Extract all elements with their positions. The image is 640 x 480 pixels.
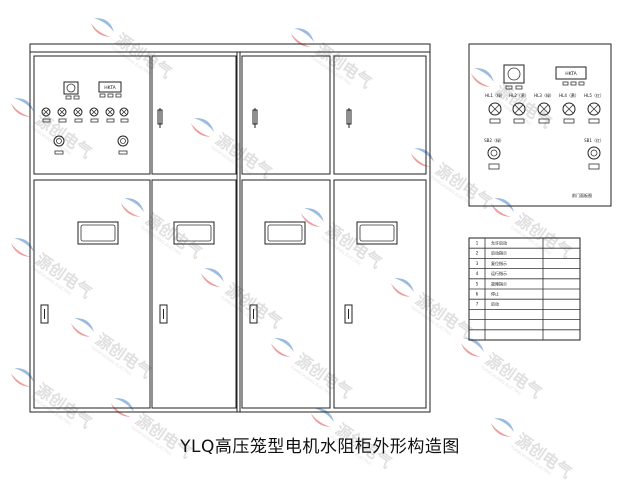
upper-door-4: [333, 55, 427, 175]
legend-text: 停止: [491, 291, 499, 297]
legend-num: 5: [476, 281, 479, 286]
indicator-lamp: [512, 102, 526, 116]
lower-door-4: [333, 179, 427, 409]
lower-door-1: [33, 179, 151, 409]
legend-num: 2: [476, 251, 479, 256]
legend-text: 启动指示: [491, 250, 507, 256]
panel-indicators: HL1（绿） HL2（黄） HL3（绿） HL4（黄） HL5（红）: [485, 92, 604, 124]
panel-meter-icon: [503, 64, 525, 84]
meter-icon: [63, 81, 79, 95]
left-control-devices: HKTA: [41, 81, 129, 155]
legend-num: 3: [476, 261, 479, 266]
front-panel-detail: HKTA HL1（绿） HL2（黄） HL3（绿） HL4（黄） HL5（红） SB2（…: [468, 43, 612, 207]
panel-display-text: HKTA: [565, 71, 577, 77]
indicator-label: HL3（绿）: [534, 92, 554, 98]
indicator-lamp: [488, 102, 502, 116]
cabinet-elevation: HKTA: [29, 43, 431, 413]
legend-text: 运行指示: [491, 270, 507, 276]
indicator-label: HL5（红）: [584, 92, 604, 98]
indicator-label: HL1（绿）: [485, 92, 505, 98]
legend-table: 1 允许启动 2 启动指示 3 复位指示 4 运行指示 5 故障指示 6 停止 7 启动: [468, 237, 581, 341]
lower-door-latches: [40, 304, 353, 324]
left-display-text: HKTA: [104, 85, 116, 91]
sb2-label: SB2（绿）: [484, 137, 504, 143]
door-windows: [77, 221, 398, 245]
lower-door-2: [151, 179, 237, 409]
indicator-lamp: [562, 102, 576, 116]
upper-door-3: [241, 55, 331, 175]
front-panel-outline: [468, 43, 612, 207]
sb2-button: [487, 146, 501, 160]
legend-text: 故障指示: [491, 280, 507, 286]
legend-num: 7: [476, 302, 479, 307]
indicator-lamp: [537, 102, 551, 116]
legend-text: 启动: [491, 301, 499, 307]
indicator-label: HL4（黄）: [559, 92, 579, 98]
indicator-label: HL2（黄）: [509, 92, 529, 98]
upper-door-handles: [157, 108, 352, 128]
panel-note: 前门面板图: [572, 192, 592, 198]
legend-num: 6: [476, 292, 479, 297]
cabinet-outline: [29, 43, 431, 413]
legend-text: 复位指示: [491, 260, 507, 266]
display-box: [98, 81, 122, 93]
panel-display-box: [555, 66, 587, 80]
legend-num: 4: [476, 271, 479, 276]
control-door-left: [33, 55, 151, 175]
upper-door-2: [151, 55, 237, 175]
legend-text: 允许启动: [491, 240, 507, 246]
legend-num: 1: [476, 241, 479, 246]
sb1-button: [587, 146, 601, 160]
lower-door-3: [241, 179, 331, 409]
indicator-lamp: [587, 102, 601, 116]
indicator-lights: [41, 107, 129, 123]
sb1-label: SB1（红）: [584, 137, 604, 143]
drawing-title: YLQ高压笼型电机水阻柜外形构造图: [180, 437, 460, 457]
